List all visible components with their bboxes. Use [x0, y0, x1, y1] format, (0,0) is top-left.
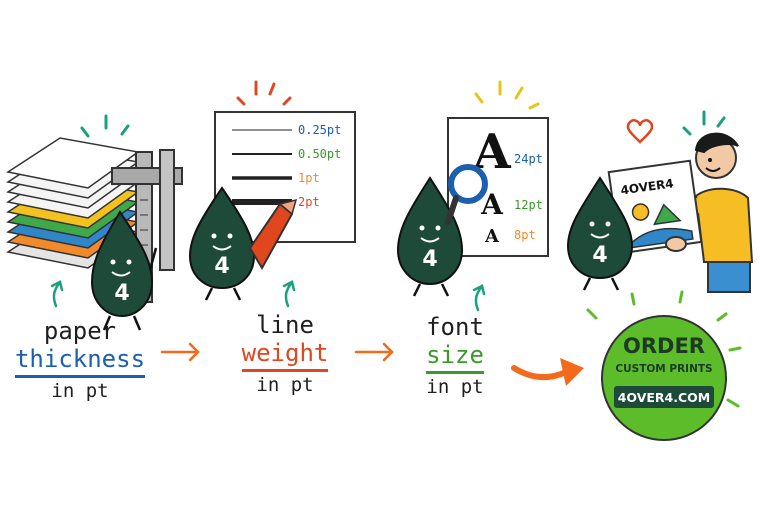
red-pen-icon [248, 198, 298, 270]
paper-stack-illustration [6, 137, 140, 269]
sparkle-icon [80, 114, 130, 138]
caption-top: line [256, 311, 314, 339]
mascot-ink-drop-4: 4 [566, 176, 634, 291]
brochure: 4OVER4 [607, 159, 703, 255]
mascot-digit: 4 [592, 243, 607, 268]
line-label-3: 2pt [298, 195, 320, 209]
sparkle-icon [682, 110, 726, 136]
line-label-1: 0.50pt [298, 147, 342, 161]
badge-url[interactable]: 4OVER4.COM [617, 390, 711, 405]
size-label-2: 8pt [514, 228, 536, 242]
right-arrow-icon [354, 342, 394, 362]
mascot-digit: 4 [114, 281, 129, 306]
order-badge[interactable] [601, 315, 727, 441]
caption-line-weight: line weight in pt [220, 311, 350, 397]
heart-icon [626, 119, 654, 144]
caption-key: weight [241, 339, 329, 373]
mascot-ink-drop-3: 4 [396, 176, 464, 297]
line-label-2: 1pt [298, 171, 320, 185]
sparkle-icon [236, 80, 292, 106]
mascot-ink-drop-1: 4 [90, 210, 158, 331]
mascot-digit: 4 [214, 254, 229, 279]
mascot-ink-drop-2: 4 [188, 186, 256, 301]
badge-line-1[interactable]: ORDER [623, 334, 705, 358]
line-label-0: 0.25pt [298, 123, 342, 137]
caption-top: font [426, 313, 484, 341]
caption-unit: in pt [256, 374, 314, 397]
caption-key: thickness [14, 345, 146, 379]
caption-font-size: font size in pt [400, 313, 510, 399]
hand-icon [665, 236, 687, 252]
magnifier-icon [445, 164, 488, 225]
glyph-8pt: A [484, 226, 500, 247]
caliper-icon [111, 149, 183, 303]
size-label-0: 24pt [514, 152, 543, 166]
caption-key: size [426, 341, 484, 375]
size-label-1: 12pt [514, 198, 543, 212]
up-arrow-icon [282, 280, 296, 308]
caption-paper-thickness: paper thickness in pt [10, 317, 150, 403]
right-arrow-icon [160, 342, 200, 362]
sparkle-icon [586, 290, 742, 408]
font-size-sheet: A A A [447, 117, 549, 257]
caption-top: paper [43, 317, 117, 345]
caption-unit: in pt [51, 380, 109, 403]
up-arrow-icon [472, 284, 486, 312]
mascot-digit: 4 [422, 247, 437, 272]
badge-line-2[interactable]: CUSTOM PRINTS [615, 363, 713, 375]
curved-arrow-icon [511, 358, 584, 386]
sparkle-icon [474, 80, 540, 110]
caption-unit: in pt [426, 376, 484, 399]
up-arrow-icon [50, 280, 64, 308]
